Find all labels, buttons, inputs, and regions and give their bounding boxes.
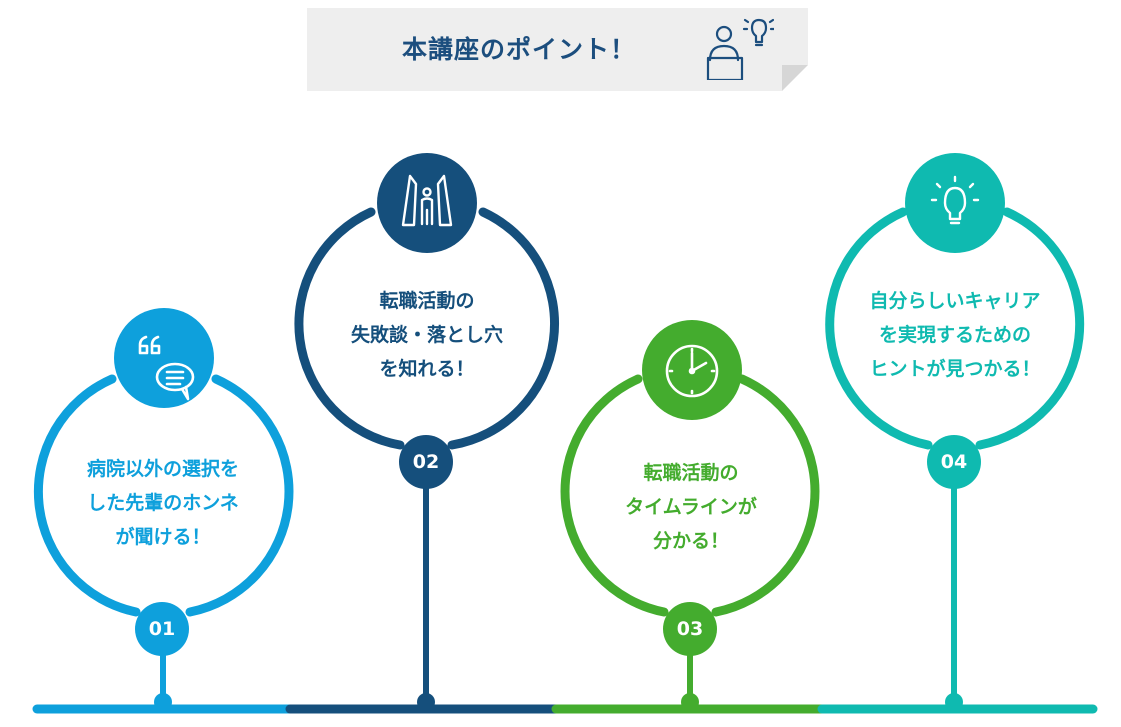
point-02-text: 転職活動の 失敗談・落とし穴 を知れる！ — [322, 284, 532, 386]
point-01-number: 01 — [148, 618, 176, 640]
point-01-badge-circle — [135, 602, 189, 656]
clock-icon — [665, 344, 719, 398]
point-03-line-1: 転職活動の — [643, 462, 739, 484]
page-title: 本講座のポイント！ — [402, 35, 637, 64]
point-02-line-1: 転職活動の — [379, 290, 475, 312]
point-03-number: 03 — [676, 618, 704, 640]
point-01-text: 病院以外の選択を した先輩のホンネ が聞ける！ — [58, 452, 268, 554]
point-04-line-2: を実現するための — [878, 324, 1031, 346]
pitfall-person-icon — [401, 174, 453, 227]
lightbulb-icon — [930, 175, 980, 225]
point-04-number: 04 — [940, 451, 968, 473]
point-01-line-2: した先輩のホンネ — [87, 492, 239, 514]
header-banner: 本講座のポイント！ — [307, 8, 808, 91]
quote-chat-icon — [138, 335, 195, 401]
point-02-ring — [294, 153, 560, 711]
point-04-line-3: ヒントが見つかる！ — [869, 358, 1041, 380]
point-04-text: 自分らしいキャリア を実現するための ヒントが見つかる！ — [840, 284, 1070, 386]
point-02-line-3: を知れる！ — [379, 358, 475, 380]
page-fold-corner — [782, 65, 808, 91]
point-03-line-2: タイムラインが — [625, 496, 757, 518]
point-04-line-1: 自分らしいキャリア — [869, 290, 1041, 312]
point-04-ring — [825, 153, 1085, 711]
point-03-text: 転職活動の タイムラインが 分かる！ — [586, 456, 796, 558]
point-01-line-3: が聞ける！ — [115, 526, 211, 548]
point-02-badge-circle — [399, 435, 453, 489]
point-02-line-2: 失敗談・落とし穴 — [350, 324, 503, 346]
point-02-number: 02 — [412, 451, 440, 473]
presenter-idea-icon — [706, 18, 774, 80]
point-03-line-3: 分かる！ — [652, 530, 729, 552]
point-01-line-1: 病院以外の選択を — [86, 458, 239, 480]
point-01-ring — [33, 308, 294, 711]
point-04-badge-circle — [927, 435, 981, 489]
point-03-badge-circle — [663, 602, 717, 656]
